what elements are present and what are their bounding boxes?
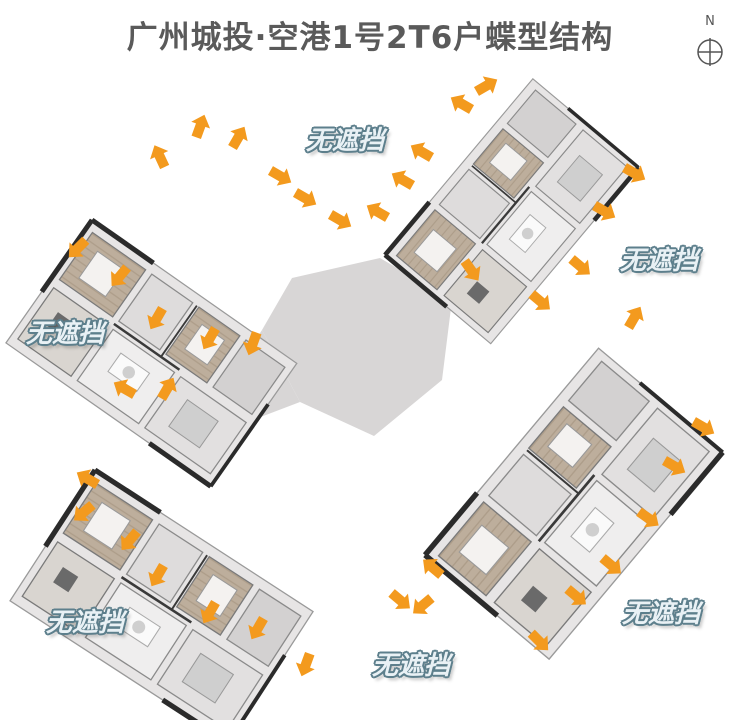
no-obstruction-label-bottom-left: 无遮挡 (46, 608, 125, 638)
sunlight-arrow-icon (325, 205, 357, 236)
wing-top-left (6, 220, 297, 486)
sunlight-arrow-icon (471, 70, 503, 101)
sunlight-arrow-icon (292, 650, 320, 680)
sunlight-arrow-icon (385, 585, 417, 617)
compass-north-label: N (705, 14, 715, 29)
no-obstruction-label-right-upper: 无遮挡 (620, 246, 699, 276)
sunlight-arrow-icon (386, 164, 418, 195)
no-obstruction-label-top-center: 无遮挡 (306, 126, 385, 156)
no-obstruction-label-left-middle: 无遮挡 (26, 319, 105, 349)
compass: N (690, 14, 730, 66)
no-obstruction-label-bottom-center: 无遮挡 (372, 651, 451, 681)
sunlight-arrow-icon (405, 136, 437, 167)
sunlight-arrow-icon (361, 196, 393, 227)
page-title: 广州城投·空港1号2T6户蝶型结构 (126, 20, 614, 56)
wing-bottom-left (10, 470, 313, 720)
sunlight-arrow-icon (186, 111, 214, 141)
sunlight-arrow-icon (145, 140, 174, 172)
sunlight-arrow-icon (223, 121, 254, 153)
sunlight-arrow-icon (445, 88, 477, 119)
sunlight-arrow-icon (565, 251, 597, 283)
compass-icon (697, 38, 723, 66)
no-obstruction-label-bottom-right: 无遮挡 (622, 599, 701, 629)
sunlight-arrow-icon (619, 301, 650, 333)
sunlight-arrow-icon (265, 161, 297, 192)
sunlight-arrow-icon (406, 590, 438, 622)
sunlight-arrow-icon (290, 183, 322, 214)
